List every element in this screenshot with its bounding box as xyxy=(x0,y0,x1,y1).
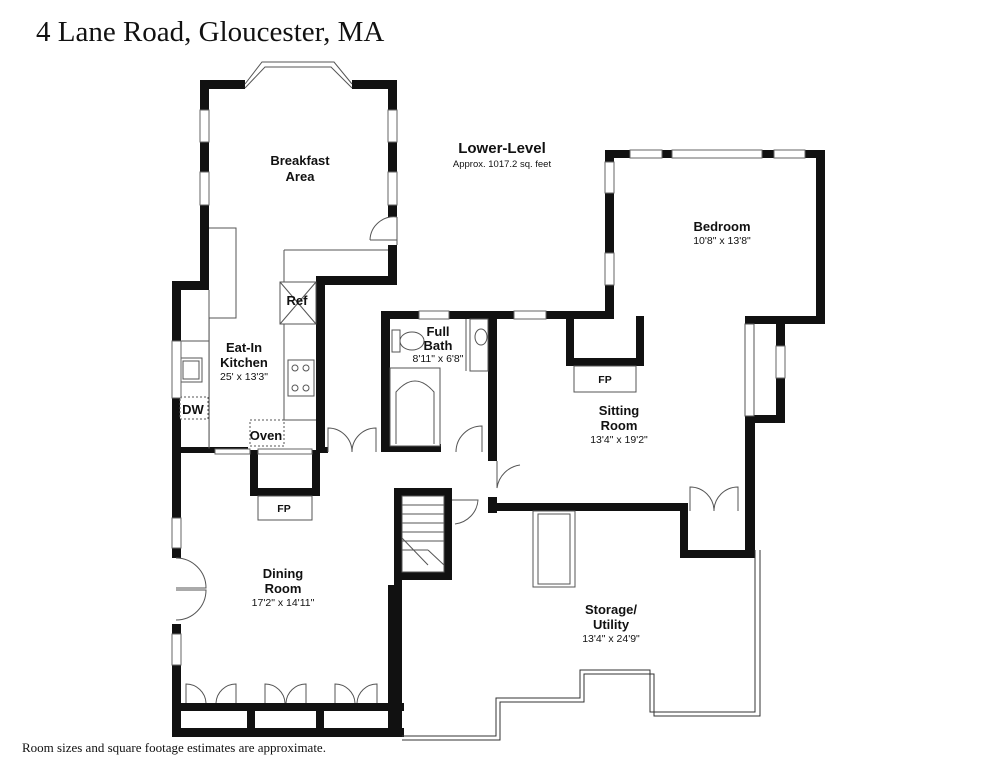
sitting-name-line1: Sitting xyxy=(599,403,639,418)
sitting-fp-label: FP xyxy=(598,374,611,386)
level-area: Approx. 1017.2 sq. feet xyxy=(453,159,552,170)
storage-name-line1: Storage/ xyxy=(585,602,637,617)
storage-dims: 13'4" x 24'9" xyxy=(582,633,640,645)
labels: Lower-Level Approx. 1017.2 sq. feet Brea… xyxy=(182,140,751,645)
walls xyxy=(172,80,825,737)
bedroom-name: Bedroom xyxy=(693,219,750,234)
doors xyxy=(175,216,739,704)
bath-name-line2: Bath xyxy=(424,338,453,353)
page-title: 4 Lane Road, Gloucester, MA xyxy=(36,16,385,48)
sitting-name-line2: Room xyxy=(601,418,638,433)
footer-note: Room sizes and square footage estimates … xyxy=(22,740,326,755)
storage-name-line2: Utility xyxy=(593,617,630,632)
breakfast-name-line2: Area xyxy=(286,169,316,184)
thin-walls xyxy=(179,61,761,741)
kitchen-name-line1: Eat-In xyxy=(226,340,262,355)
bath-name-line1: Full xyxy=(426,324,449,339)
kitchen-name-line2: Kitchen xyxy=(220,355,268,370)
dining-name-line2: Room xyxy=(265,581,302,596)
kitchen-dims: 25' x 13'3" xyxy=(220,371,268,383)
oven-label: Oven xyxy=(250,428,283,443)
ref-label: Ref xyxy=(287,293,309,308)
breakfast-name-line1: Breakfast xyxy=(270,153,330,168)
sitting-dims: 13'4" x 19'2" xyxy=(590,434,648,446)
dining-fp-label: FP xyxy=(277,503,290,515)
windows xyxy=(171,109,806,666)
bedroom-dims: 10'8" x 13'8" xyxy=(693,235,751,247)
dining-dims: 17'2" x 14'11" xyxy=(252,597,315,609)
level-name: Lower-Level xyxy=(458,140,546,157)
dw-label: DW xyxy=(182,402,204,417)
bath-dims: 8'11" x 6'8" xyxy=(413,353,464,365)
dining-name-line1: Dining xyxy=(263,566,303,581)
